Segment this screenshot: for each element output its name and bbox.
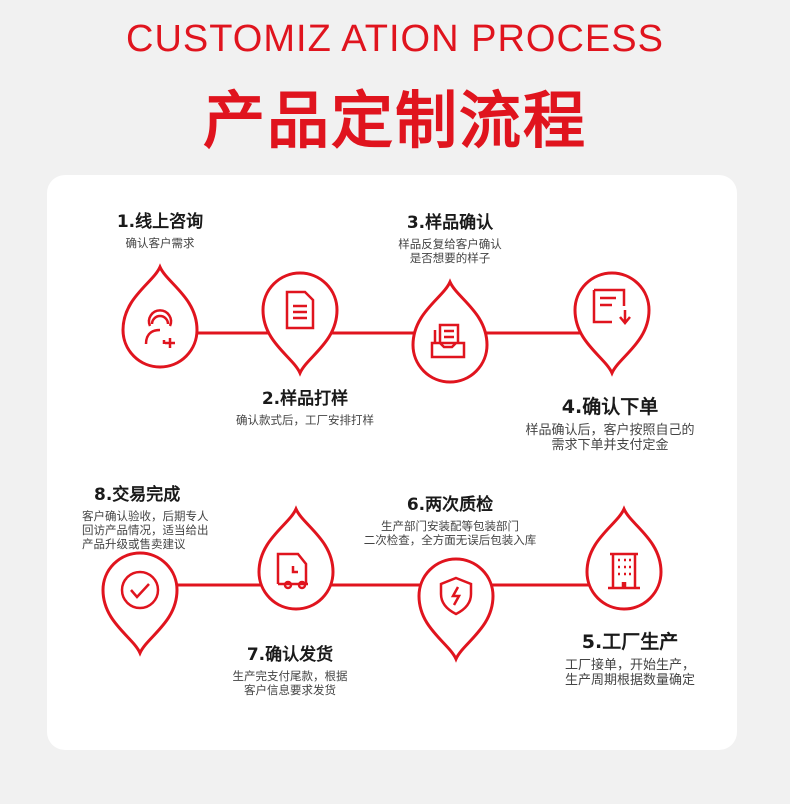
step-title: 7.确认发货 bbox=[246, 645, 334, 665]
step-2: 2.样品打样确认款式后，工厂安排打样 bbox=[210, 384, 400, 427]
shield-icon bbox=[439, 576, 473, 616]
step-desc: 工厂接单，开始生产， bbox=[564, 658, 695, 673]
order-download-icon bbox=[592, 288, 631, 325]
step-desc: 确认客户需求 bbox=[125, 236, 195, 250]
step-1: 1.线上咨询确认客户需求 bbox=[100, 207, 220, 250]
step-desc: 需求下单并支付定金 bbox=[551, 438, 669, 453]
step-desc: 样品反复给客户确认 bbox=[398, 237, 502, 251]
headset-user-icon bbox=[121, 265, 199, 369]
step-desc: 确认款式后，工厂安排打样 bbox=[236, 413, 374, 427]
truck-icon bbox=[276, 552, 308, 590]
document-icon bbox=[285, 290, 315, 330]
step-title: 1.线上咨询 bbox=[116, 212, 204, 232]
step-title: 4.确认下单 bbox=[561, 396, 659, 418]
step-title: 6.两次质检 bbox=[406, 495, 494, 515]
inbox-document-icon bbox=[430, 323, 466, 359]
step-title: 5.工厂生产 bbox=[581, 631, 679, 653]
step-desc: 样品确认后，客户按照自己的 bbox=[525, 423, 695, 438]
step-7: 7.确认发货生产完支付尾款，根据客户信息要求发货 bbox=[210, 640, 370, 697]
step-desc: 客户信息要求发货 bbox=[244, 683, 336, 697]
step-title: 2.样品打样 bbox=[261, 389, 349, 409]
step-desc: 回访产品情况，适当给出 bbox=[82, 523, 209, 537]
step-desc: 二次检查，全方面无误后包装入库 bbox=[363, 533, 537, 547]
step-desc: 生产周期根据数量确定 bbox=[564, 673, 695, 688]
title-chinese: 产品定制流程 bbox=[202, 84, 587, 157]
step-desc: 生产部门安装配等包装部门 bbox=[381, 519, 519, 533]
check-circle-icon bbox=[120, 570, 160, 610]
factory-building-icon bbox=[608, 552, 640, 590]
step-title: 3.样品确认 bbox=[406, 213, 494, 233]
step-4: 4.确认下单样品确认后，客户按照自己的需求下单并支付定金 bbox=[505, 392, 715, 453]
step-title: 8.交易完成 bbox=[94, 485, 181, 505]
step-desc: 生产完支付尾款，根据 bbox=[232, 669, 348, 683]
step-desc: 客户确认验收，后期专人 bbox=[82, 509, 209, 523]
step-3: 3.样品确认样品反复给客户确认是否想要的样子 bbox=[380, 208, 520, 265]
step-desc: 是否想要的样子 bbox=[409, 251, 491, 265]
step-desc: 产品升级或售卖建议 bbox=[82, 537, 186, 551]
title-english: CUSTOMIZ ATION PROCESS bbox=[126, 18, 664, 60]
step-6: 6.两次质检生产部门安装配等包装部门二次检查，全方面无误后包装入库 bbox=[345, 490, 555, 547]
step-5: 5.工厂生产工厂接单，开始生产，生产周期根据数量确定 bbox=[545, 627, 715, 688]
step-8: 8.交易完成客户确认验收，后期专人回访产品情况，适当给出产品升级或售卖建议 bbox=[82, 480, 242, 551]
